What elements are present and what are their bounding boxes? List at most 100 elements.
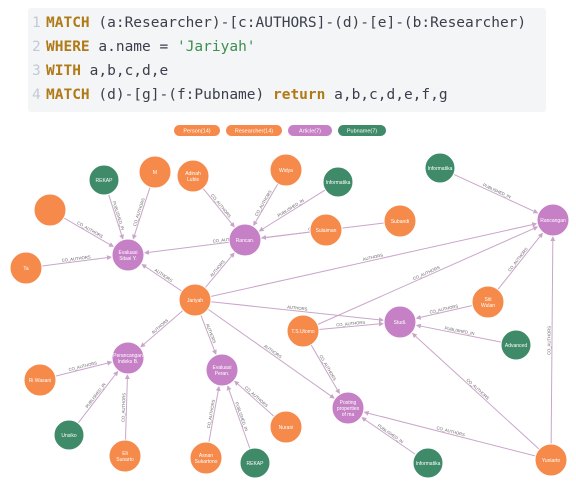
edge-jariyah-a4[interactable]: AUTHORS [200, 314, 217, 355]
node-circle [412, 447, 444, 479]
edge-p9-a3[interactable]: CO_AUTHORS [121, 374, 130, 441]
node-u2[interactable]: Informatika [322, 166, 354, 198]
node-circle [111, 238, 145, 272]
node-jariyah[interactable]: Jariyah [178, 283, 212, 317]
edge-p3-a2[interactable]: CO_AUTHORS [202, 188, 235, 228]
edge-p4-a2[interactable]: CO_AUTHORS [253, 183, 279, 227]
edge-u3-a7[interactable]: PUBLISHED_IN [453, 173, 539, 214]
edge-line [202, 188, 235, 228]
node-u1[interactable]: REKAP [88, 164, 120, 196]
edge-label: AUTHORS [263, 343, 283, 359]
legend: Person(14) Researcher(14) Article(7) Pubnam… [174, 125, 386, 136]
node-p12[interactable]: T.S.Utomo [286, 314, 320, 348]
node-circle [322, 166, 354, 198]
edge-jariyah-a2[interactable]: AUTHORS [204, 252, 235, 289]
node-p6[interactable]: Sulaiman [309, 213, 343, 247]
edge-u6-a4[interactable]: PUBLISHED_IN [226, 385, 251, 450]
edge-line [253, 183, 279, 227]
node-u7[interactable]: Informatika [412, 447, 444, 479]
edge-p8-a3[interactable]: CO_AUTHORS [55, 360, 113, 377]
edge-p13-a5[interactable]: CO_AUTHORS [415, 303, 473, 320]
edge-p14-a7[interactable]: CO_AUTHORS [546, 236, 556, 445]
edge-line [77, 370, 119, 424]
edge-jariyah-a5[interactable]: AUTHORS [210, 301, 384, 323]
node-label: Ri Wasani [29, 378, 52, 384]
node-circle [189, 441, 223, 475]
edge-label: PUBLISHED_IN [277, 198, 305, 218]
node-circle [53, 419, 85, 451]
code-token: (a:Researcher)-[c:AUTHORS]-(d)-[e]-(b:Re… [89, 15, 527, 31]
node-p2[interactable]: M [138, 155, 172, 189]
edge-u4-a5[interactable]: PUBLISHED_IN [415, 323, 502, 343]
node-u5[interactable]: Unsiko [53, 419, 85, 451]
edge-label: CO_AUTHORS [318, 354, 337, 382]
legend-item-3[interactable]: Article(7) [288, 125, 332, 136]
node-circle [309, 213, 343, 247]
edge-label: CO_AUTHORS [61, 254, 91, 263]
node-circle [383, 204, 417, 238]
node-a7[interactable]: Rancangan [536, 203, 570, 237]
node-p4[interactable]: Widya [269, 153, 303, 187]
node-u4[interactable]: Advanced [500, 329, 532, 361]
edge-p10-a4[interactable]: CO_AUTHORS [206, 385, 221, 443]
edge-jariyah-a7[interactable]: AUTHORS [210, 222, 538, 297]
node-p5[interactable]: Ta [9, 251, 43, 285]
edge-label: CO_AUTHORS [76, 220, 104, 239]
edge-label: CO_AUTHORS [244, 385, 269, 408]
edge-jariyah-a1[interactable]: AUTHORS [141, 264, 182, 292]
edge-p5-a1[interactable]: CO_AUTHORS [41, 254, 112, 267]
node-p7[interactable]: Subandi [383, 204, 417, 238]
legend-item-1[interactable]: Person(14) [174, 125, 220, 136]
node-p11[interactable]: Nurani [269, 410, 303, 444]
node-a2[interactable]: Rancan. [228, 223, 262, 257]
code-token: WITH [46, 63, 81, 79]
edge-label: CO_AUTHORS [121, 393, 127, 422]
legend-item-4[interactable]: Pubname(7) [338, 125, 386, 136]
line-number: 4 [32, 87, 41, 103]
node-circle [108, 439, 142, 473]
edge-label: CO_AUTHORS [336, 320, 366, 328]
edge-line [363, 410, 536, 457]
node-p1[interactable] [33, 193, 67, 227]
edge-line [207, 308, 335, 399]
edge-p1-a1[interactable]: CO_AUTHORS [63, 217, 114, 247]
node-label: Nurani [279, 425, 294, 431]
edge-label: CO_AUTHORS [254, 189, 273, 217]
node-p14[interactable]: Yuniarto [534, 443, 568, 477]
node-u6[interactable]: REKAP [239, 447, 271, 479]
node-u3[interactable]: Informatika [424, 152, 456, 184]
edge-u1-a1[interactable]: PUBLISHED_IN [108, 194, 126, 240]
node-p8[interactable]: Ri Wasani [23, 363, 57, 397]
edge-p12-a6[interactable]: CO_AUTHORS [310, 344, 340, 395]
edge-p12-a5[interactable]: CO_AUTHORS [318, 320, 384, 331]
edge-p2-a1[interactable]: CO_AUTHORS [132, 187, 151, 240]
node-a5[interactable]: Studi. [383, 305, 417, 339]
edge-label: AUTHORS [154, 268, 174, 284]
legend-label: Pubname(7) [347, 129, 377, 135]
code-token: a.name = [89, 39, 177, 55]
edge-jariyah-a3[interactable]: AUTHORS [140, 310, 184, 348]
code-token: WHERE [46, 39, 90, 55]
edge-p12-a7[interactable]: CO_AUTHORS [317, 226, 539, 325]
legend-label: Person(14) [183, 129, 210, 135]
legend-label: Article(7) [299, 129, 321, 135]
node-label: REKAP [96, 178, 114, 184]
edge-line [310, 344, 340, 395]
edge-u5-a3[interactable]: PUBLISHED_IN [77, 370, 119, 424]
node-circle [471, 285, 505, 319]
node-circle [228, 223, 262, 257]
legend-item-2[interactable]: Researcher(14) [226, 125, 282, 136]
edge-label: PUBLISHED_IN [234, 401, 249, 431]
